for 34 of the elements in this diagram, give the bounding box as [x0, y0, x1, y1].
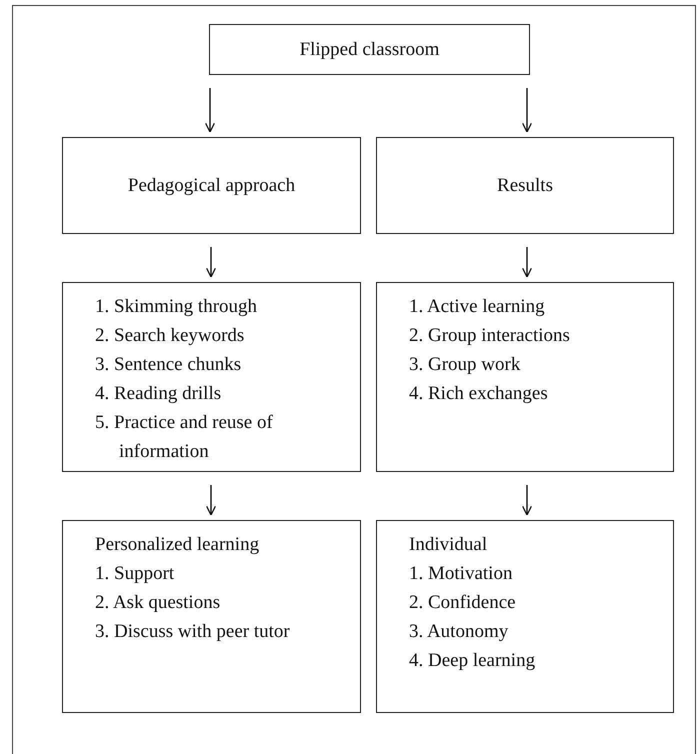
list-item: 3. Discuss with peer tutor [95, 620, 291, 644]
process-box [62, 137, 361, 234]
arrow [204, 88, 216, 133]
list-item: 1. Skimming through [95, 295, 258, 319]
process-box [209, 24, 530, 75]
list-box [62, 282, 361, 472]
arrow [522, 88, 532, 133]
list-heading: Personalized learning [95, 533, 260, 557]
list-item: 4. Reading drills [95, 382, 222, 406]
arrow [206, 247, 216, 278]
list-heading: Individual [409, 533, 488, 557]
list-item: 3. Sentence chunks [95, 353, 242, 377]
arrow [522, 247, 532, 278]
list-item: 3. Autonomy [409, 620, 510, 644]
list-item: 1. Support [95, 562, 176, 586]
list-item: 2. Ask questions [95, 591, 222, 615]
process-box [376, 137, 674, 234]
list-item: 5. Practice and reuse of information [95, 411, 274, 464]
list-item: 2. Confidence [409, 591, 517, 615]
list-item: 2. Search keywords [95, 324, 246, 348]
arrow [522, 485, 532, 516]
list-box [62, 520, 361, 713]
list-item: 4. Deep learning [409, 649, 536, 673]
box-label: Flipped classroom [300, 38, 440, 60]
list-item: 2. Group interactions [409, 324, 571, 348]
list-item: 4. Rich exchanges [409, 382, 549, 406]
list-item: 3. Group work [409, 353, 522, 377]
box-label: Results [497, 174, 553, 196]
list-item: 1. Active learning [409, 295, 546, 319]
list-box [376, 520, 674, 713]
list-item: 1. Motivation [409, 562, 514, 586]
box-label: Pedagogical approach [128, 174, 296, 196]
arrow [206, 485, 216, 516]
list-box [376, 282, 674, 472]
